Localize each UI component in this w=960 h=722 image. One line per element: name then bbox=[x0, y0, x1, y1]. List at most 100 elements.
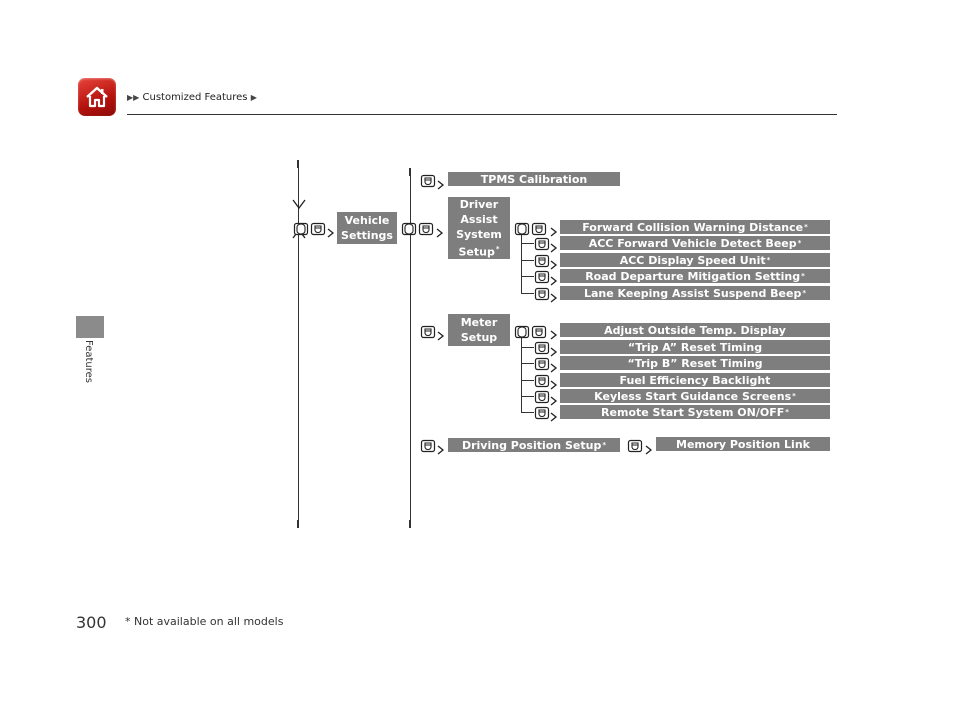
connector-line bbox=[521, 338, 522, 412]
driver-assist-item-label: Lane Keeping Assist Suspend Beep bbox=[583, 286, 802, 300]
driver-assist-item-label: Forward Collision Warning Distance bbox=[582, 220, 804, 234]
arrow-right-icon bbox=[436, 223, 444, 238]
home-icon bbox=[86, 86, 108, 108]
meter-item[interactable]: “Trip B” Reset Timing bbox=[560, 356, 830, 370]
driver-assist-setup-box-line: Setup* bbox=[458, 244, 500, 259]
selector-knob-icon bbox=[514, 324, 530, 339]
meter-item-label: “Trip A” Reset Timing bbox=[627, 340, 763, 354]
selector-knob-icon bbox=[401, 221, 417, 236]
tpms-calibration-item[interactable]: TPMS Calibration bbox=[448, 172, 620, 186]
arrow-right-icon bbox=[550, 288, 558, 303]
press-knob-icon bbox=[531, 221, 547, 236]
tick-mark bbox=[409, 520, 411, 528]
arrow-right-icon bbox=[550, 358, 558, 373]
press-knob-icon bbox=[310, 221, 326, 236]
connector-line bbox=[521, 380, 534, 381]
connector-line bbox=[521, 412, 534, 413]
arrow-right-icon bbox=[550, 325, 558, 340]
arrow-right-icon bbox=[327, 223, 335, 238]
arrow-right-icon bbox=[437, 326, 445, 341]
driver-assist-setup-box-line: Driver bbox=[459, 197, 499, 211]
press-knob-icon bbox=[420, 324, 436, 339]
meter-item-label: “Trip B” Reset Timing bbox=[627, 356, 763, 370]
press-knob-icon bbox=[534, 340, 550, 355]
not-all-models-asterisk: * bbox=[797, 239, 802, 247]
tpms-calibration-item-label: TPMS Calibration bbox=[480, 172, 588, 186]
connector-line bbox=[521, 260, 534, 261]
driver-assist-item[interactable]: ACC Display Speed Unit* bbox=[560, 253, 830, 267]
selector-knob-icon bbox=[293, 221, 309, 236]
meter-item[interactable]: Fuel Efficiency Backlight bbox=[560, 373, 830, 387]
section-tab bbox=[76, 316, 104, 338]
press-knob-icon bbox=[534, 356, 550, 371]
meter-item-label: Keyless Start Guidance Screens bbox=[594, 389, 792, 403]
arrow-right-icon bbox=[550, 342, 558, 357]
meter-setup-box-line: Meter bbox=[460, 316, 498, 329]
breadcrumb-link[interactable]: Customized Features bbox=[142, 92, 248, 103]
press-knob-icon bbox=[418, 221, 434, 236]
connector-line bbox=[521, 396, 534, 397]
meter-setup-box-line: Setup bbox=[460, 331, 498, 344]
arrow-right-icon bbox=[550, 238, 558, 253]
not-all-models-asterisk: * bbox=[495, 244, 500, 253]
connector-line bbox=[521, 243, 534, 244]
driver-assist-item[interactable]: ACC Forward Vehicle Detect Beep* bbox=[560, 236, 830, 250]
press-knob-icon bbox=[627, 438, 643, 453]
not-all-models-asterisk: * bbox=[801, 272, 805, 280]
press-knob-icon bbox=[534, 405, 550, 420]
connector-line bbox=[521, 347, 534, 348]
press-knob-icon bbox=[534, 269, 550, 284]
meter-item[interactable]: Remote Start System ON/OFF* bbox=[560, 405, 830, 419]
press-knob-icon bbox=[534, 286, 550, 301]
meter-item[interactable]: “Trip A” Reset Timing bbox=[560, 340, 830, 354]
memory-position-link-item[interactable]: Memory Position Link bbox=[656, 437, 830, 451]
arrow-right-icon bbox=[550, 222, 558, 237]
driver-assist-item[interactable]: Lane Keeping Assist Suspend Beep* bbox=[560, 286, 830, 300]
connector-line bbox=[410, 176, 411, 520]
arrow-right-icon bbox=[437, 440, 445, 455]
driver-assist-setup-box-line: System bbox=[456, 227, 502, 241]
press-knob-icon bbox=[534, 253, 550, 268]
arrow-right-icon bbox=[437, 175, 445, 190]
driver-assist-item-label: ACC Display Speed Unit bbox=[619, 253, 766, 267]
breadcrumb-arrow: ▶ bbox=[250, 93, 257, 102]
breadcrumb[interactable]: ▶▶ Customized Features ▶ bbox=[127, 92, 257, 103]
header-rule bbox=[127, 114, 837, 115]
not-all-models-asterisk: * bbox=[766, 256, 771, 264]
not-all-models-asterisk: * bbox=[802, 289, 807, 297]
arrow-right-icon bbox=[550, 271, 558, 286]
press-knob-icon bbox=[420, 173, 436, 188]
meter-item-label: Remote Start System ON/OFF bbox=[601, 405, 785, 419]
arrow-right-icon bbox=[645, 440, 653, 455]
connector-line bbox=[521, 293, 534, 294]
connector-line bbox=[521, 276, 534, 277]
arrow-right-icon bbox=[550, 407, 558, 422]
driver-assist-item[interactable]: Forward Collision Warning Distance* bbox=[560, 220, 830, 234]
press-knob-icon bbox=[534, 373, 550, 388]
section-label: Features bbox=[83, 340, 94, 383]
arrow-right-icon bbox=[550, 255, 558, 270]
meter-item-label: Fuel Efficiency Backlight bbox=[619, 373, 771, 387]
not-all-models-asterisk: * bbox=[792, 392, 796, 400]
tick-mark bbox=[297, 160, 299, 168]
home-button[interactable] bbox=[78, 78, 116, 116]
breadcrumb-arrows: ▶▶ bbox=[127, 93, 140, 102]
arrow-right-icon bbox=[550, 391, 558, 406]
press-knob-icon bbox=[420, 438, 436, 453]
arrow-right-icon bbox=[550, 375, 558, 390]
footnote: * Not available on all models bbox=[125, 615, 284, 628]
driver-assist-setup-box-line: Assist bbox=[460, 212, 498, 226]
driving-position-setup-item[interactable]: Driving Position Setup* bbox=[448, 438, 620, 452]
memory-position-link-item-label: Memory Position Link bbox=[676, 437, 810, 451]
driver-assist-item[interactable]: Road Departure Mitigation Setting* bbox=[560, 269, 830, 283]
not-all-models-asterisk: * bbox=[602, 441, 606, 449]
tick-mark bbox=[409, 168, 411, 176]
not-all-models-asterisk: * bbox=[804, 223, 808, 231]
press-knob-icon bbox=[531, 324, 547, 339]
meter-item[interactable]: Adjust Outside Temp. Display bbox=[560, 323, 830, 337]
meter-item[interactable]: Keyless Start Guidance Screens* bbox=[560, 389, 830, 403]
press-knob-icon bbox=[534, 236, 550, 251]
